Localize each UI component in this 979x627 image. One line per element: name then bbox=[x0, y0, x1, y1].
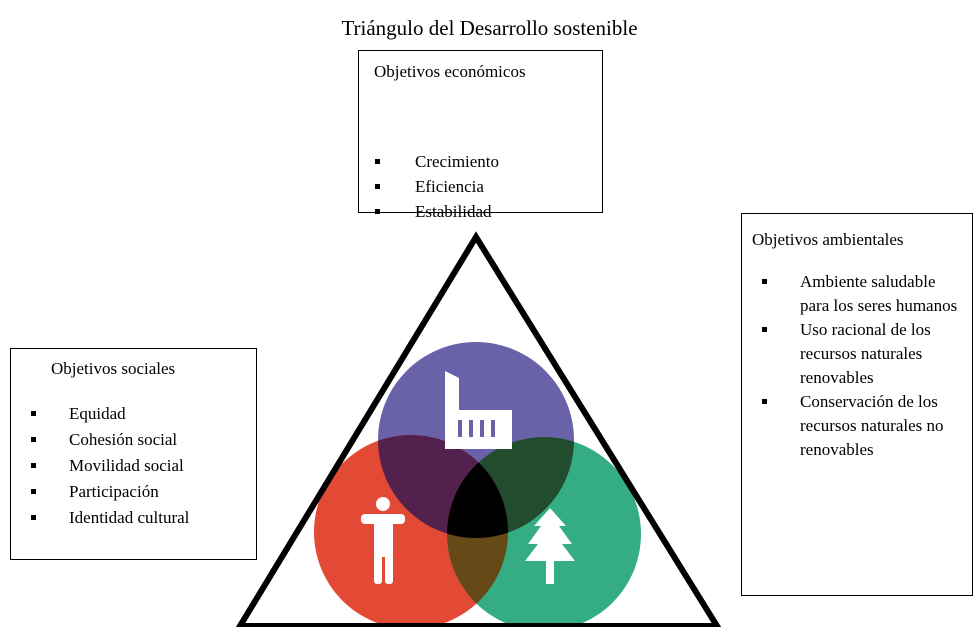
environmental-objectives-heading: Objetivos ambientales bbox=[752, 230, 904, 249]
objective-item: Crecimiento bbox=[359, 149, 499, 174]
objective-item: Movilidad social bbox=[11, 453, 189, 479]
overlap-center bbox=[447, 437, 508, 538]
objective-item: Uso racional de los recursos naturales r… bbox=[742, 318, 974, 390]
environmental-objectives-box: Objetivos ambientales Ambiente saludable… bbox=[741, 213, 973, 596]
diagram-title: Triángulo del Desarrollo sostenible bbox=[341, 16, 638, 40]
objective-item: Participación bbox=[11, 479, 189, 505]
objective-item: Ambiente saludable para los seres humano… bbox=[742, 270, 974, 318]
environmental-objectives-list: Ambiente saludable para los seres humano… bbox=[742, 270, 974, 462]
objective-item: Identidad cultural bbox=[11, 505, 189, 531]
objective-item: Eficiencia bbox=[359, 174, 499, 199]
objective-item: Equidad bbox=[11, 401, 189, 427]
social-objectives-heading: Objetivos sociales bbox=[51, 359, 176, 378]
person-icon bbox=[361, 497, 405, 584]
objective-item: Conservación de los recursos naturales n… bbox=[742, 390, 974, 462]
economic-objectives-heading: Objetivos económicos bbox=[374, 62, 526, 81]
objective-item: Cohesión social bbox=[11, 427, 189, 453]
factory-icon bbox=[445, 371, 512, 449]
tree-icon bbox=[525, 508, 575, 584]
sustainability-triangle bbox=[235, 231, 722, 627]
objective-item: Estabilidad bbox=[359, 199, 499, 224]
